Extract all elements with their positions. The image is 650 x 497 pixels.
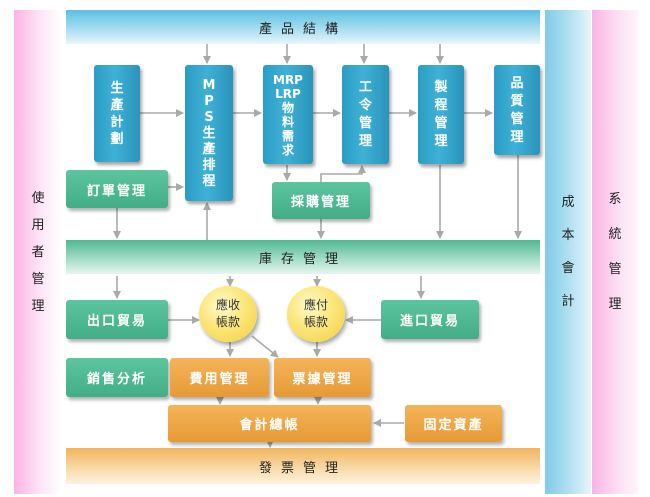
- export-trade-box[interactable]: 出口貿易: [66, 300, 168, 339]
- fixed-assets-box[interactable]: 固定資產: [405, 405, 502, 442]
- char: 品: [510, 75, 524, 91]
- char: 令: [358, 98, 372, 113]
- mrp-lrp-box[interactable]: MRP LRP 物 料 需 求: [263, 65, 313, 164]
- system-management-panel: 系 統 管 理: [592, 10, 638, 494]
- char: 產: [202, 141, 216, 157]
- process-management-box[interactable]: 製 程 管 理: [418, 65, 464, 164]
- char: S: [204, 109, 214, 125]
- char: 製: [434, 80, 448, 95]
- char: 系: [608, 192, 622, 207]
- char: 用: [31, 217, 45, 233]
- char: 計: [561, 294, 575, 309]
- char: 需: [281, 128, 294, 143]
- receivable-line-2: 帳款: [215, 315, 240, 329]
- import-trade-box[interactable]: 進口貿易: [381, 300, 479, 339]
- char: M: [202, 77, 216, 93]
- product-structure-band: 產品結構: [66, 10, 540, 44]
- bill-management-box[interactable]: 票據管理: [274, 358, 371, 397]
- char: 管: [510, 111, 524, 127]
- char: 使: [31, 190, 45, 206]
- accounts-payable-circle[interactable]: 應付 帳款: [287, 286, 345, 342]
- char: P: [204, 93, 214, 109]
- char: 計: [110, 114, 124, 130]
- mps-scheduling-box[interactable]: M P S 生 產 排 程: [185, 65, 233, 201]
- char: 本: [561, 228, 575, 243]
- char: 理: [358, 134, 372, 149]
- char: 理: [608, 297, 622, 312]
- lrp-label: LRP: [275, 86, 301, 101]
- user-management-panel: 使 用 者 管 理: [14, 10, 62, 494]
- receivable-line-1: 應收: [215, 298, 240, 313]
- work-order-box[interactable]: 工 令 管 理: [342, 65, 389, 164]
- order-management-box[interactable]: 訂單管理: [66, 170, 168, 208]
- char: 管: [608, 262, 622, 277]
- sales-analysis-box[interactable]: 銷售分析: [66, 358, 168, 397]
- char: 工: [358, 80, 372, 95]
- production-plan-box[interactable]: 生 產 計 劃: [94, 65, 140, 162]
- char: 管: [358, 116, 372, 131]
- quality-management-box[interactable]: 品 質 管 理: [494, 65, 540, 155]
- char: 統: [608, 227, 622, 242]
- char: 排: [202, 157, 216, 173]
- char: 程: [202, 173, 216, 189]
- char: 料: [281, 114, 294, 129]
- char: 產: [110, 97, 124, 113]
- payable-line-2: 帳款: [303, 315, 328, 329]
- invoice-band: 發票管理: [66, 448, 540, 484]
- char: 生: [202, 125, 216, 141]
- expense-management-box[interactable]: 費用管理: [170, 358, 269, 397]
- accounts-receivable-circle[interactable]: 應收 帳款: [199, 286, 257, 342]
- char: 管: [434, 116, 448, 131]
- purchase-management-box[interactable]: 採購管理: [272, 182, 370, 219]
- user-management-label: 使 用 者 管 理: [31, 192, 44, 313]
- cost-accounting-label: 成 本 會 計: [561, 196, 574, 308]
- char: 管: [31, 271, 45, 287]
- inventory-band: 庫存管理: [66, 240, 540, 274]
- system-management-label: 系 統 管 理: [608, 193, 621, 311]
- char: 者: [31, 244, 45, 260]
- char: 生: [110, 80, 124, 96]
- char: 理: [31, 298, 45, 314]
- char: 程: [434, 98, 448, 113]
- payable-line-1: 應付: [303, 298, 328, 313]
- char: 劃: [110, 131, 124, 147]
- char: 成: [561, 195, 575, 210]
- char: 求: [281, 142, 294, 157]
- char: 物: [281, 100, 294, 115]
- general-ledger-box[interactable]: 會計總帳: [168, 405, 371, 442]
- char: 理: [434, 134, 448, 149]
- char: 理: [510, 129, 524, 145]
- mrp-label: MRP: [273, 72, 303, 87]
- cost-accounting-panel: 成 本 會 計: [545, 10, 591, 494]
- char: 質: [510, 93, 524, 109]
- char: 會: [561, 261, 575, 276]
